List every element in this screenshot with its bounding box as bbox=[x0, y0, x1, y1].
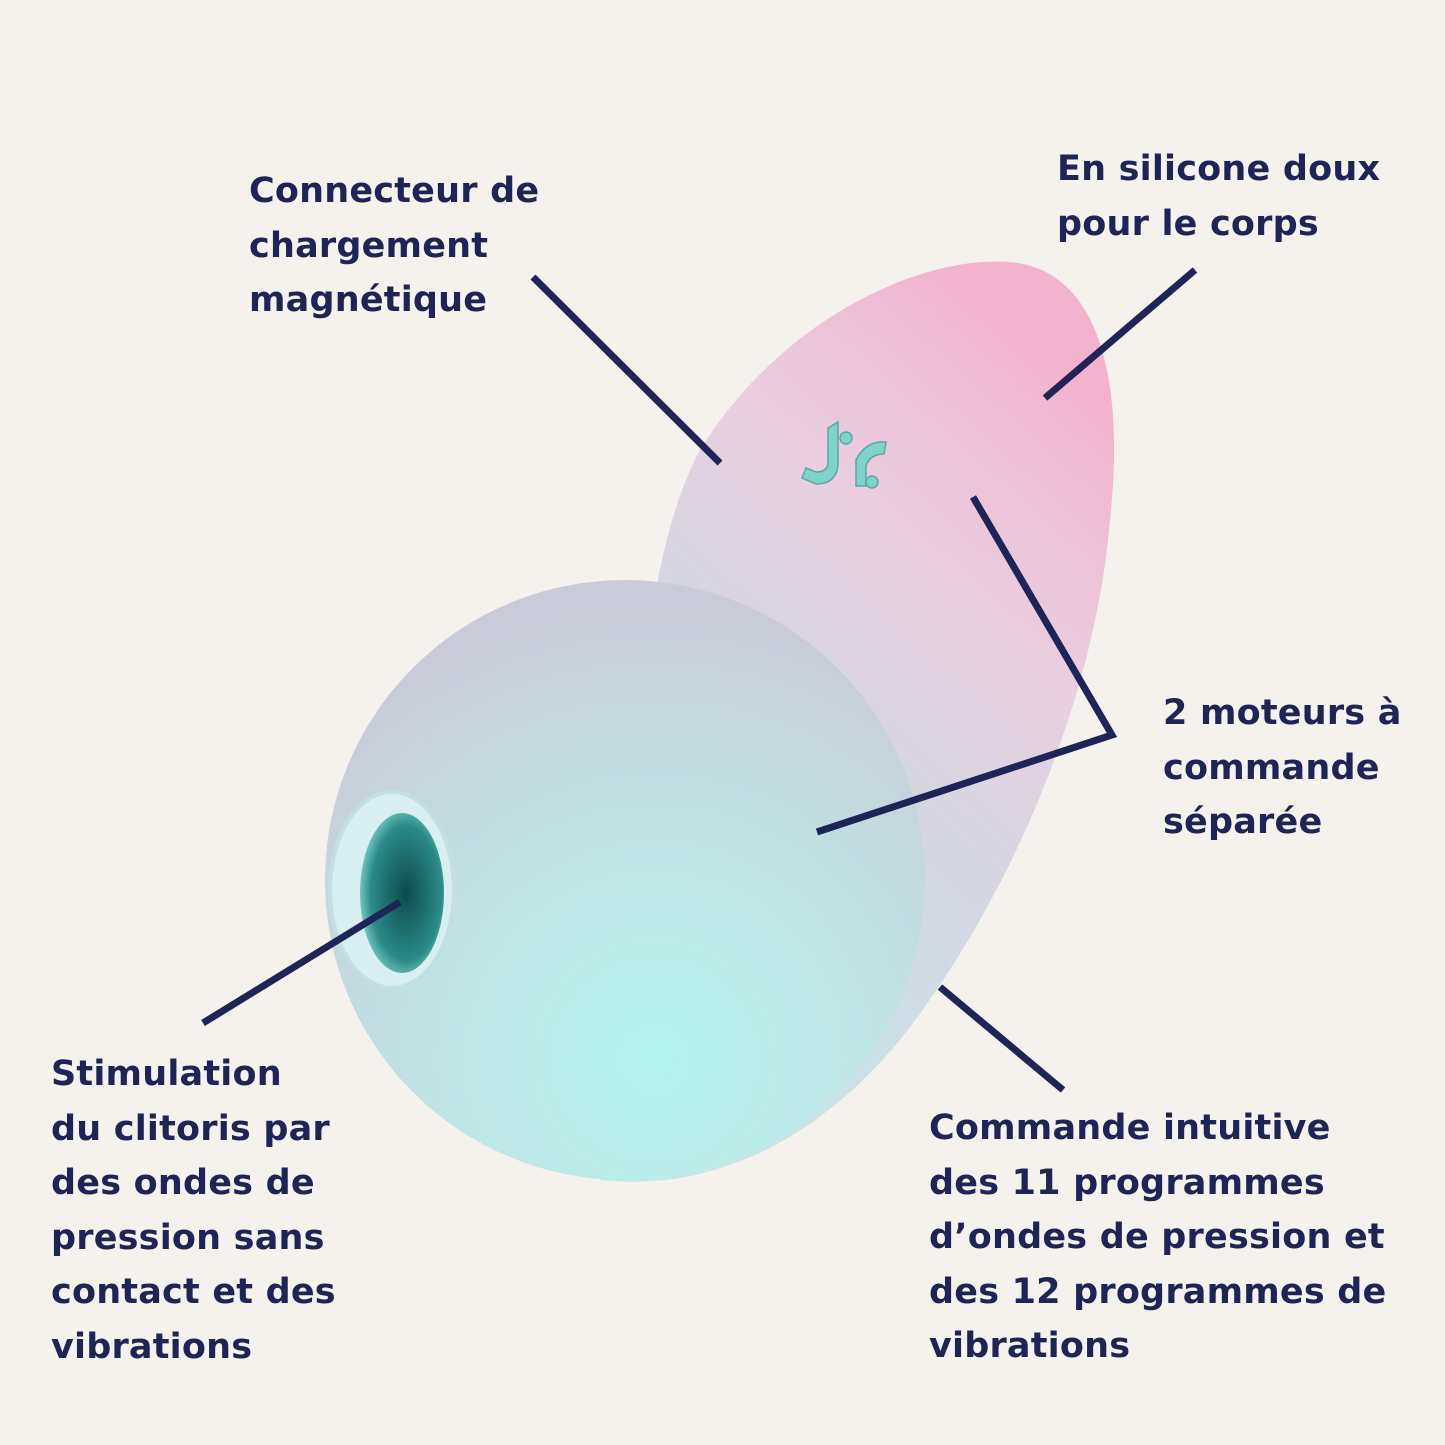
callout-text: 2 moteurs à bbox=[1163, 693, 1402, 733]
callout-line-charging bbox=[530, 274, 723, 466]
callout-text: vibrations bbox=[51, 1326, 253, 1367]
callout-motors: 2 moteurs à commande séparée bbox=[1163, 686, 1402, 850]
callout-charging-connector: Connecteur de chargement magnétique bbox=[249, 164, 539, 328]
callout-text: séparée bbox=[1163, 802, 1323, 842]
callout-line-stimulation bbox=[201, 899, 402, 1026]
callout-text: chargement bbox=[249, 225, 489, 266]
callout-text: des 11 programmes bbox=[929, 1162, 1325, 1203]
product-head bbox=[325, 580, 925, 1180]
satisfyer-logo-icon bbox=[801, 420, 887, 489]
callout-line-silicone bbox=[1042, 267, 1198, 401]
callout-line-motors bbox=[815, 495, 1118, 836]
callout-text: commande bbox=[1163, 747, 1380, 788]
suction-opening bbox=[360, 813, 444, 973]
callout-text: pression sans bbox=[51, 1217, 325, 1258]
callout-text: contact et des bbox=[51, 1272, 336, 1312]
callout-line-controls bbox=[937, 984, 1066, 1093]
callout-text: des ondes de bbox=[51, 1163, 315, 1203]
callout-controls: Commande intuitive des 11 programmes d’o… bbox=[929, 1101, 1386, 1374]
callout-text: des 12 programmes de bbox=[929, 1271, 1387, 1312]
callout-text: d’ondes de pression et bbox=[929, 1217, 1385, 1257]
callout-text: En silicone doux bbox=[1057, 149, 1381, 189]
callout-text: magnétique bbox=[249, 280, 488, 320]
callout-text: Connecteur de bbox=[249, 171, 540, 211]
callout-text: pour le corps bbox=[1057, 203, 1319, 244]
callout-stimulation: Stimulation du clitoris par des ondes de… bbox=[51, 1047, 336, 1374]
callout-text: du clitoris par bbox=[51, 1108, 330, 1149]
callout-silicone: En silicone doux pour le corps bbox=[1057, 142, 1380, 251]
callout-text: Commande intuitive bbox=[929, 1108, 1331, 1148]
callout-text: vibrations bbox=[929, 1326, 1131, 1366]
callout-text: Stimulation bbox=[51, 1054, 282, 1094]
